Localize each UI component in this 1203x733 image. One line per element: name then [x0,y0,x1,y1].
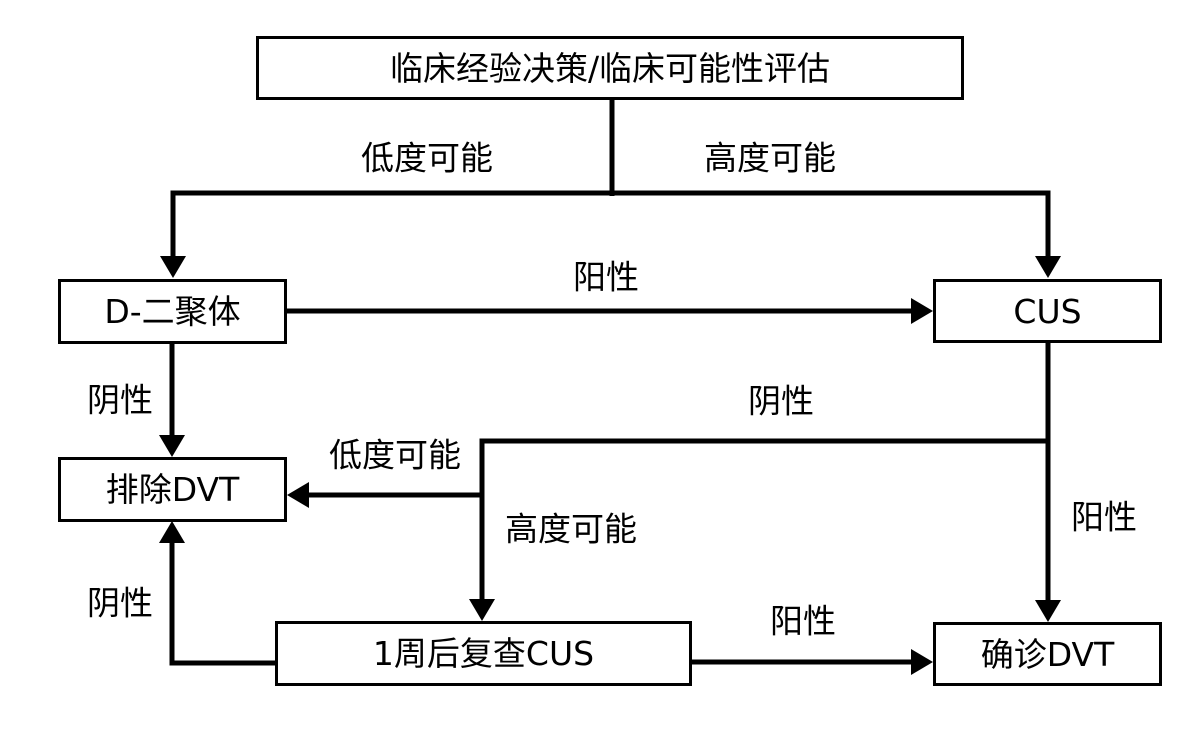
edge-probability-split [170,190,1051,260]
arrowhead-into-confirm-left [911,649,933,675]
edge-label-positive-cus: 阳性 [1071,497,1137,537]
node-clinical-assessment: 临床经验决策/临床可能性评估 [256,36,964,100]
node-d-dimer: D-二聚体 [58,279,287,344]
edge-cus-negative-branch [479,438,1048,603]
edge-recheck-negative-exclude [169,539,275,666]
node-d-dimer-label: D-二聚体 [104,292,241,331]
edge-label-high-probability-top: 高度可能 [704,138,836,178]
arrowhead-into-recheck-top [469,599,495,621]
edge-label-negative-ddimer: 阴性 [87,380,153,420]
edge-label-positive-recheck: 阳性 [770,601,836,641]
node-cus: CUS [933,279,1162,343]
arrowhead-into-exclude-top [159,435,185,457]
node-confirm-dvt: 确诊DVT [933,622,1162,686]
edge-label-negative-cus: 阴性 [748,381,814,421]
node-recheck-cus-1week-label: 1周后复查CUS [372,634,595,673]
edge-label-low-probability-branch: 低度可能 [329,435,461,475]
edge-label-positive-ddimer-cus: 阳性 [573,257,639,297]
arrowhead-into-cus-left [911,298,933,324]
edge-label-high-probability-branch: 高度可能 [505,509,637,549]
arrowhead-into-exclude-right [287,482,309,508]
node-exclude-dvt: 排除DVT [58,457,287,522]
arrowhead-into-exclude-bottom [159,521,185,543]
node-clinical-assessment-label: 临床经验决策/临床可能性评估 [389,48,831,88]
edge-label-negative-recheck: 阴性 [87,583,153,623]
edge-label-low-probability-top: 低度可能 [361,138,493,178]
arrowhead-into-confirm-top [1035,600,1061,622]
arrowhead-to-ddimer [160,256,186,278]
node-confirm-dvt-label: 确诊DVT [980,634,1115,674]
node-cus-label: CUS [1013,291,1082,331]
arrowhead-to-cus-top [1035,256,1061,278]
node-recheck-cus-1week: 1周后复查CUS [275,621,692,686]
node-exclude-dvt-label: 排除DVT [105,470,240,509]
